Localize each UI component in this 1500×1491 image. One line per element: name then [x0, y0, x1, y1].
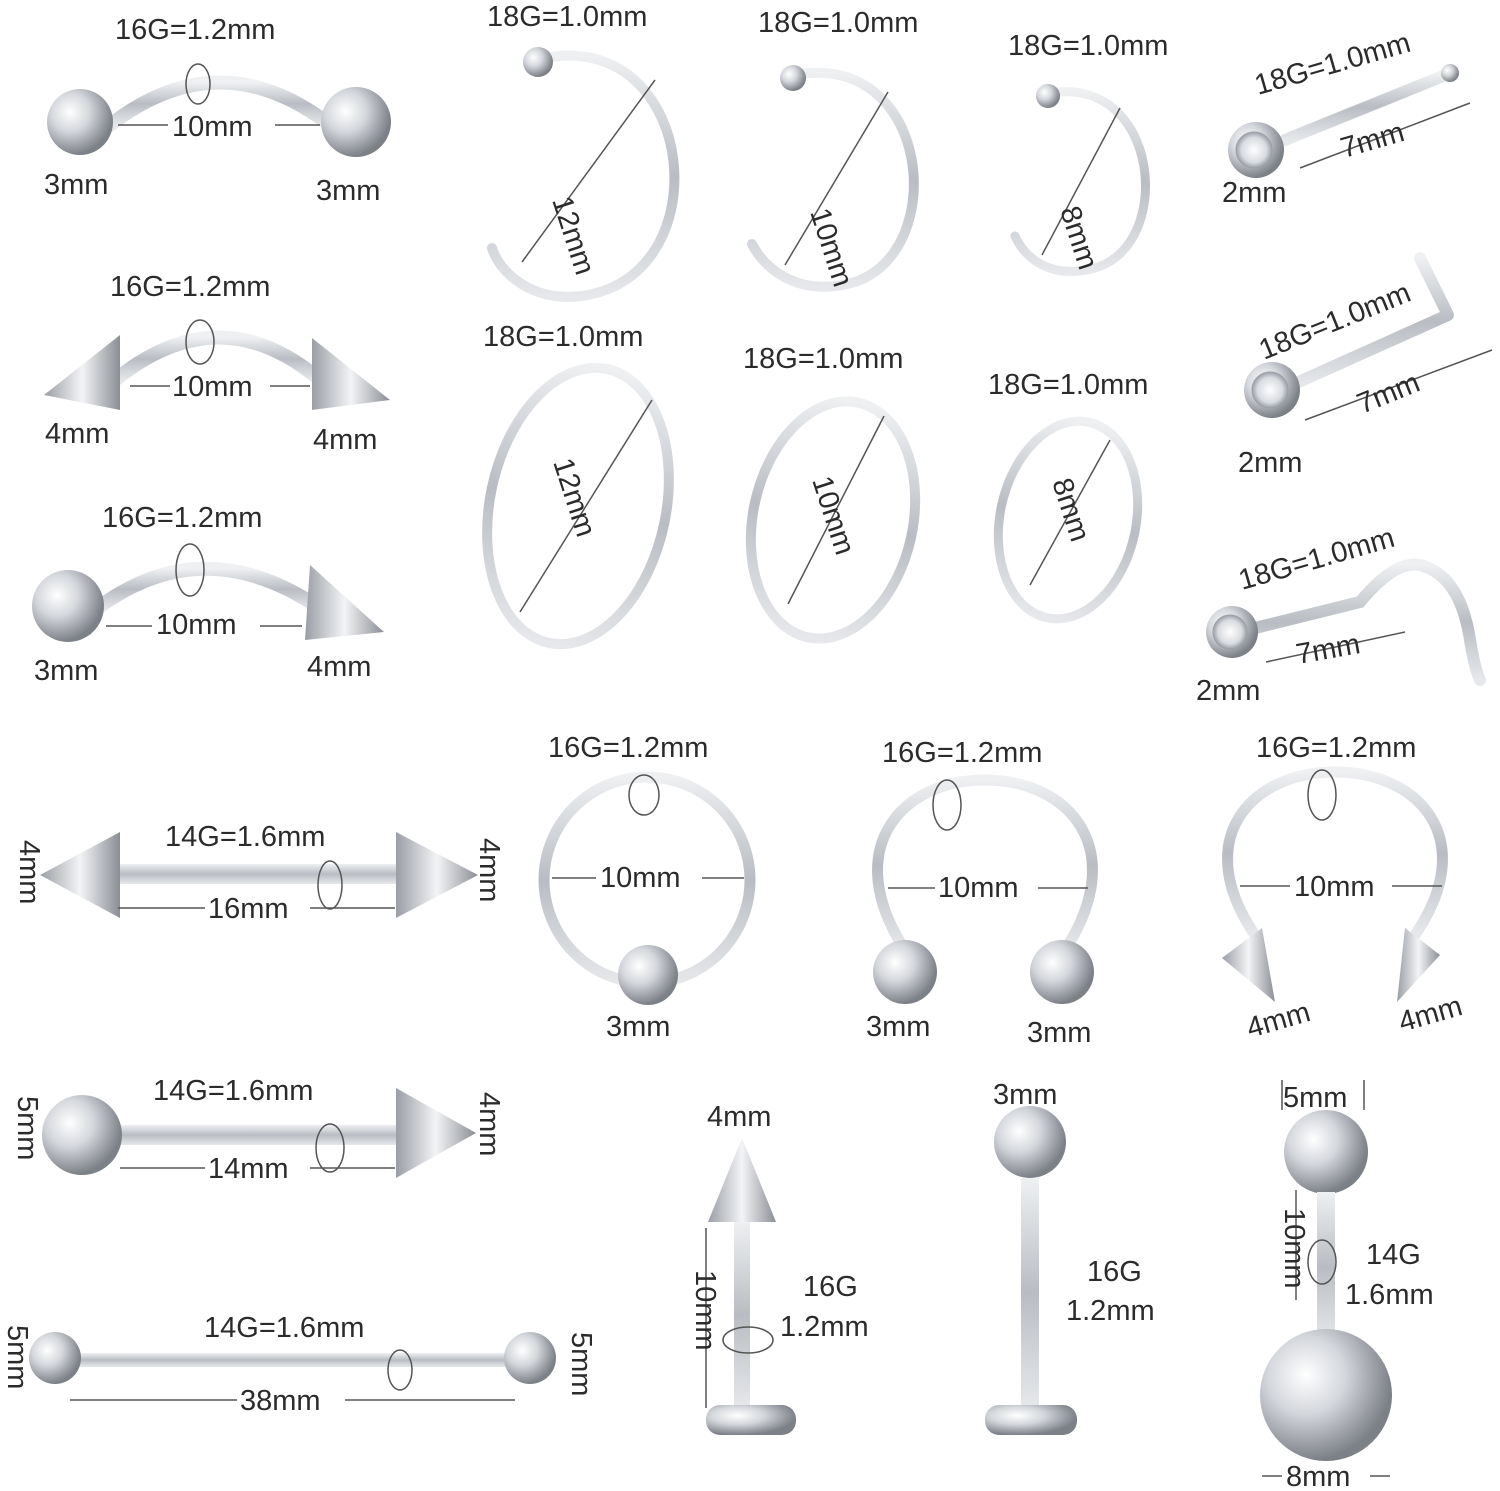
nose-stud-bone: 18G=1.0mm 7mm 2mm — [1222, 27, 1471, 209]
spike-size-right: 4mm — [313, 424, 377, 456]
industrial-barbell: 14G=1.6mm 38mm 5mm 5mm — [1, 1312, 597, 1417]
gauge-label: 18G=1.0mm — [1251, 27, 1414, 102]
gauge-label: 18G=1.0mm — [1255, 277, 1416, 367]
gauge-label: 18G=1.0mm — [1008, 30, 1168, 62]
gem-size: 2mm — [1196, 675, 1260, 707]
diameter-label: 12mm — [546, 454, 601, 541]
gauge-label: 16G=1.2mm — [1256, 732, 1416, 764]
diameter-label: 8mm — [1053, 202, 1103, 273]
gauge-label: 18G=1.0mm — [487, 1, 647, 33]
gauge-label: 14G=1.6mm — [204, 1312, 364, 1344]
gem-size: 2mm — [1238, 447, 1302, 479]
horseshoe-ring-balls: 16G=1.2mm 10mm 3mm 3mm — [866, 737, 1098, 1049]
spike-size-left: 4mm — [45, 418, 109, 450]
belly-button-ring: 5mm 10mm 14G 1.6mm 8mm — [1260, 1080, 1434, 1491]
length-label: 7mm — [1353, 367, 1425, 421]
gauge-label: 14G=1.6mm — [153, 1075, 313, 1107]
ball-size-left: 3mm — [44, 169, 108, 201]
diameter-label: 10mm — [803, 204, 858, 291]
ball-size: 5mm — [11, 1096, 43, 1160]
gauge-label: 18G=1.0mm — [988, 369, 1148, 401]
length-label: 16mm — [208, 893, 289, 925]
gauge-label: 14G=1.6mm — [165, 821, 325, 853]
captive-bead-ring: 16G=1.2mm 10mm 3mm — [538, 732, 756, 1043]
diameter-label: 10mm — [938, 872, 1019, 904]
nose-hoop-open-8mm: 18G=1.0mm 8mm — [1008, 30, 1168, 276]
nose-hoop-closed-12mm: 18G=1.0mm 12mm — [482, 321, 674, 650]
straight-barbell-spike-spike: 14G=1.6mm 16mm 4mm 4mm — [13, 821, 505, 925]
labret-ball: 3mm 16G 1.2mm — [985, 1079, 1155, 1435]
length-label: 10mm — [1278, 1208, 1310, 1289]
gem-size: 2mm — [1222, 177, 1286, 209]
diameter-label: 8mm — [1045, 474, 1095, 545]
nose-stud-l-shape: 18G=1.0mm 7mm 2mm — [1238, 252, 1493, 479]
gauge-label: 16G=1.2mm — [102, 502, 262, 534]
diameter-label: 10mm — [1294, 871, 1375, 903]
bead-size: 3mm — [606, 1011, 670, 1043]
straight-barbell-ball-spike: 14G=1.6mm 14mm 5mm 4mm — [11, 1075, 505, 1185]
ball-size-right: 3mm — [316, 175, 380, 207]
ball-size-left: 3mm — [866, 1011, 930, 1043]
ball-size-left: 5mm — [1, 1325, 33, 1389]
gauge-mm-label: 1.2mm — [1066, 1295, 1155, 1327]
nose-hoop-closed-10mm: 18G=1.0mm 10mm — [743, 343, 921, 644]
bottom-ball-size: 8mm — [1286, 1461, 1350, 1491]
nose-hoop-open-12mm: 18G=1.0mm 12mm — [487, 1, 680, 302]
gauge-label: 16G=1.2mm — [882, 737, 1042, 769]
gauge-mm-label: 1.6mm — [1345, 1279, 1434, 1311]
top-ball-size: 5mm — [1283, 1082, 1347, 1114]
gauge-label: 16G=1.2mm — [110, 271, 270, 303]
curved-barbell-ball-ball: 16G=1.2mm 10mm 3mm 3mm — [44, 14, 391, 207]
ball-size-right: 5mm — [565, 1332, 597, 1396]
ball-size-right: 3mm — [1027, 1017, 1091, 1049]
diameter-label: 10mm — [600, 862, 681, 894]
spike-size-left: 4mm — [1243, 996, 1314, 1045]
length-label: 38mm — [240, 1385, 321, 1417]
nose-hoop-closed-8mm: 18G=1.0mm 8mm — [988, 369, 1148, 624]
curved-barbell-spike-spike: 16G=1.2mm 10mm 4mm 4mm — [44, 271, 390, 456]
labret-spike: 4mm 10mm 16G 1.2mm — [689, 1101, 869, 1435]
gauge-label: 16G — [1087, 1256, 1142, 1288]
gauge-label: 18G=1.0mm — [743, 343, 903, 375]
spike-size: 4mm — [473, 1092, 505, 1156]
diameter-label: 10mm — [805, 472, 860, 559]
top-size-label: 3mm — [993, 1079, 1057, 1111]
length-label: 10mm — [172, 111, 253, 143]
gauge-label: 16G=1.2mm — [548, 732, 708, 764]
spike-size-left: 4mm — [13, 840, 45, 904]
length-label: 10mm — [172, 371, 253, 403]
ball-size: 3mm — [34, 655, 98, 687]
length-label: 14mm — [208, 1153, 289, 1185]
length-label: 10mm — [689, 1270, 721, 1351]
length-label: 10mm — [156, 609, 237, 641]
spike-size: 4mm — [307, 651, 371, 683]
gauge-label: 18G=1.0mm — [758, 7, 918, 39]
nose-hoop-open-10mm: 18G=1.0mm 10mm — [747, 7, 919, 292]
spike-size-right: 4mm — [1395, 990, 1466, 1039]
gauge-mm-label: 1.2mm — [780, 1311, 869, 1343]
length-label: 7mm — [1294, 628, 1363, 671]
gauge-label: 16G — [803, 1271, 858, 1303]
spike-size-right: 4mm — [473, 838, 505, 902]
diameter-label: 12mm — [545, 192, 600, 279]
gauge-label: 18G=1.0mm — [483, 321, 643, 353]
gauge-label: 14G — [1366, 1239, 1421, 1271]
top-size-label: 4mm — [707, 1101, 771, 1133]
gauge-label: 16G=1.2mm — [115, 14, 275, 46]
curved-barbell-ball-spike: 16G=1.2mm 10mm 3mm 4mm — [32, 502, 384, 687]
length-label: 7mm — [1337, 116, 1408, 165]
horseshoe-ring-spikes: 16G=1.2mm 10mm 4mm 4mm — [1222, 732, 1466, 1045]
nose-stud-screw: 18G=1.0mm 7mm 2mm — [1196, 522, 1486, 707]
